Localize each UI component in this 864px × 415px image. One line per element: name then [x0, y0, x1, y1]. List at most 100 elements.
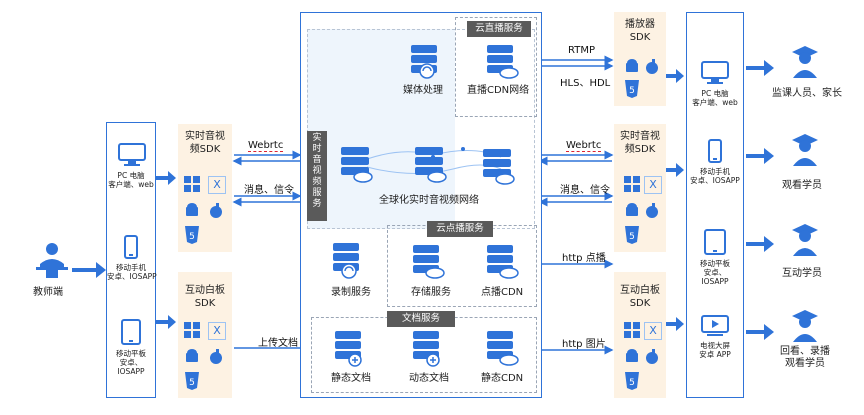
user-graduate-icon	[788, 308, 822, 346]
arrow-u1	[746, 60, 774, 76]
right-client-phone-label: 移动手机 安卓、IOSAPP	[690, 167, 740, 185]
macos-x-icon: X	[208, 176, 226, 194]
hls-label: HLS、HDL	[560, 78, 611, 89]
svg-text:5: 5	[629, 86, 635, 96]
user-label-3: 互动学员	[782, 268, 822, 279]
user-label-4: 回看、录播 观看学员	[780, 346, 830, 369]
left-rtc-sdk-title: 实时音视 频SDK	[185, 131, 225, 155]
arrow-left-sdk1	[156, 171, 176, 185]
tv-icon	[701, 315, 729, 341]
static-cdn-icon	[485, 331, 519, 371]
live-cdn-icon	[485, 45, 519, 83]
macos-x-icon: X	[208, 322, 226, 340]
arrow-r1	[666, 69, 684, 83]
dynamic-doc-icon	[411, 331, 445, 371]
teacher-avatar	[32, 240, 72, 280]
arrow-r2	[666, 163, 684, 177]
windows-icon	[624, 322, 640, 342]
left-client-pc-label: PC 电脑 客户端、web	[108, 171, 154, 189]
apple-icon	[644, 348, 660, 368]
user-graduate-icon	[788, 222, 822, 260]
svg-text:5: 5	[629, 232, 635, 242]
arrow-r3	[666, 317, 684, 331]
html5-icon: 5	[184, 226, 200, 248]
left-rtc-sdk: 实时音视 频SDK X 5	[178, 124, 232, 252]
android-icon	[624, 202, 640, 222]
media-process-label: 媒体处理	[403, 85, 443, 96]
vod-cdn-icon	[485, 245, 519, 283]
center-services-panel: 实 时 音 视 频 服 务 云直播服务 媒体处理 直播CDN网络 全球化实时音视…	[300, 12, 542, 398]
right-client-tv-label: 电视大屏 安卓 APP	[699, 341, 731, 359]
right-whiteboard-sdk-title: 互动白板 SDK	[620, 285, 660, 309]
rtmp-label: RTMP	[568, 45, 595, 56]
global-network-cluster	[333, 139, 533, 201]
arrow-left-sdk2	[156, 315, 176, 329]
tablet-icon	[121, 319, 141, 349]
windows-icon	[184, 176, 200, 196]
static-cdn-label: 静态CDN	[481, 373, 524, 384]
right-whiteboard-sdk: 互动白板 SDK X 5	[614, 272, 666, 398]
android-icon	[184, 348, 200, 368]
html5-icon: 5	[184, 372, 200, 394]
record-label: 录制服务	[331, 287, 371, 298]
cloud-live-tag: 云直播服务	[467, 21, 531, 37]
teacher-label: 教师端	[33, 287, 63, 298]
http-img-label: http 图片	[562, 339, 606, 350]
left-msg-label: 消息、信令	[244, 185, 294, 196]
left-client-tablet-label: 移动平板 安卓、 IOSAPP	[116, 349, 146, 376]
html5-icon: 5	[624, 80, 640, 102]
html5-icon: 5	[624, 226, 640, 248]
right-webrtc-label: Webrtc	[566, 140, 602, 152]
pc-icon	[701, 61, 729, 89]
static-doc-label: 静态文档	[331, 373, 371, 384]
doc-service-tag: 文档服务	[387, 311, 455, 327]
cloud-live-region	[455, 17, 537, 117]
user-label-1: 监课人员、家长	[772, 88, 842, 99]
html5-icon: 5	[624, 372, 640, 394]
media-server-icon	[409, 45, 439, 83]
apple-icon	[644, 58, 660, 78]
phone-icon	[708, 139, 722, 167]
arrow-teacher	[72, 262, 106, 278]
arrow-u3	[746, 236, 774, 252]
svg-text:5: 5	[629, 378, 635, 388]
teacher-icon	[36, 243, 68, 278]
windows-icon	[184, 322, 200, 342]
apple-icon	[644, 202, 660, 222]
cloud-vod-tag: 云点播服务	[427, 221, 493, 237]
windows-icon	[624, 176, 640, 196]
http-vod-label: http 点播	[562, 253, 606, 264]
storage-label: 存储服务	[411, 287, 451, 298]
right-player-sdk-title: 播放器 SDK	[625, 19, 655, 43]
rtc-vertical-tag: 实 时 音 视 频 服 务	[307, 131, 327, 221]
android-icon	[624, 348, 640, 368]
svg-text:5: 5	[189, 378, 195, 388]
static-doc-icon	[333, 331, 367, 371]
apple-icon	[208, 202, 224, 222]
rtc-dashed	[307, 29, 535, 229]
tablet-icon	[704, 229, 726, 259]
right-player-sdk: 播放器 SDK 5	[614, 12, 666, 106]
storage-server-icon	[411, 245, 445, 283]
pc-icon	[118, 143, 146, 171]
right-client-pc-label: PC 电脑 客户端、web	[692, 89, 738, 107]
left-upload-label: 上传文档	[258, 338, 298, 349]
macos-x-icon: X	[644, 176, 662, 194]
right-client-tablet-label: 移动平板 安卓、 IOSAPP	[700, 259, 730, 286]
arrow-u4	[746, 324, 774, 340]
user-graduate-icon	[788, 132, 822, 170]
global-network-label: 全球化实时音视频网络	[379, 195, 479, 206]
arrow-u2	[746, 148, 774, 164]
left-client-panel: PC 电脑 客户端、web 移动手机 安卓、IOSAPP 移动平板 安卓、 IO…	[106, 122, 157, 398]
android-icon	[624, 58, 640, 78]
phone-icon	[124, 235, 138, 263]
left-webrtc-label: Webrtc	[248, 140, 284, 152]
left-whiteboard-sdk: 互动白板 SDK X 5	[178, 272, 232, 398]
record-server-icon	[331, 243, 363, 283]
dynamic-doc-label: 动态文档	[409, 373, 449, 384]
apple-icon	[208, 348, 224, 368]
live-cdn-label: 直播CDN网络	[467, 85, 530, 96]
android-icon	[184, 202, 200, 222]
user-label-2: 观看学员	[782, 180, 822, 191]
right-rtc-sdk: 实时音视 频SDK X 5	[614, 124, 666, 252]
